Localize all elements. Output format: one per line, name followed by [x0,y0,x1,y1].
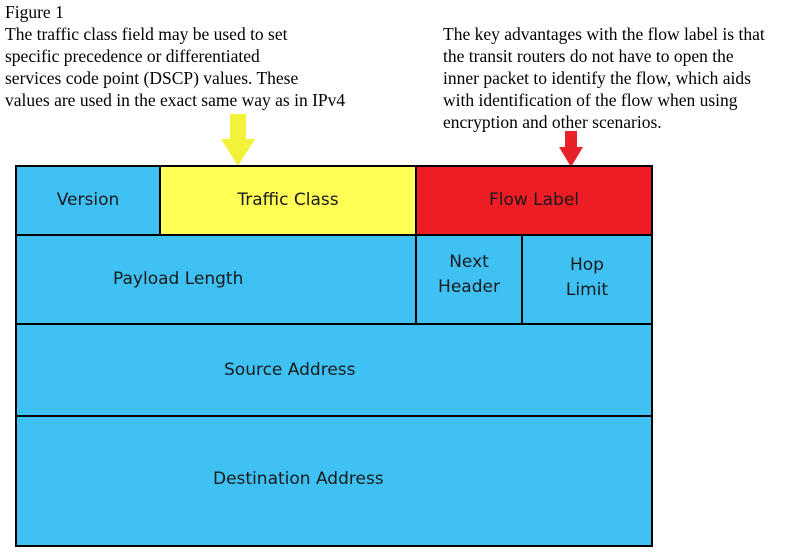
arrow-down-icon [221,114,255,166]
traffic-class-caption-line: specific precedence or differentiated [5,46,260,66]
flow-label-caption-line: The key advantages with the flow label i… [443,24,765,44]
version-field: Version [15,165,161,236]
flow-label-caption: The key advantages with the flow label i… [443,23,765,133]
flow-label-caption-line: inner packet to identify the flow, which… [443,68,751,88]
next-header-label: Next Header [438,250,500,300]
next-header-label-line: Next [449,252,489,272]
destination-address-label: Destination Address [213,468,384,489]
flow-label-caption-line: encryption and other scenarios. [443,112,662,132]
hop-limit-label-line: Limit [565,279,609,300]
next-header-label-line: Header [438,277,500,297]
flow-label-field: Flow Label [415,165,653,236]
traffic-class-caption-line: services code point (DSCP) values. These [5,68,299,88]
traffic-class-caption: The traffic class field may be used to s… [5,23,345,111]
traffic-class-arrow-shape [221,114,255,166]
flow-label-caption-line: the transit routers do not have to open … [443,46,734,66]
version-label: Version [56,190,120,210]
traffic-class-field: Traffic Class [159,165,417,236]
flow-label-label: Flow Label [488,190,580,210]
source-address-field: Source Address [15,323,653,417]
payload-length-label: Payload Length [113,269,244,289]
hop-limit-label-line: Hop [570,254,604,275]
figure-label: Figure 1 [5,2,64,22]
hop-limit-field: Hop Limit [521,234,653,325]
traffic-class-label: Traffic Class [237,190,339,210]
destination-address-field: Destination Address [15,415,653,547]
source-address-label: Source Address [224,359,356,380]
traffic-class-caption-line: The traffic class field may be used to s… [5,24,288,44]
flow-label-caption-line: with identification of the flow when usi… [443,90,738,110]
payload-length-field: Payload Length [15,234,417,325]
flow-label-arrow-shape [559,131,583,167]
next-header-field: Next Header [415,234,523,325]
hop-limit-label: Hop Limit [566,253,608,303]
traffic-class-caption-line: values are used in the exact same way as… [5,90,346,110]
arrow-down-icon [559,131,583,167]
